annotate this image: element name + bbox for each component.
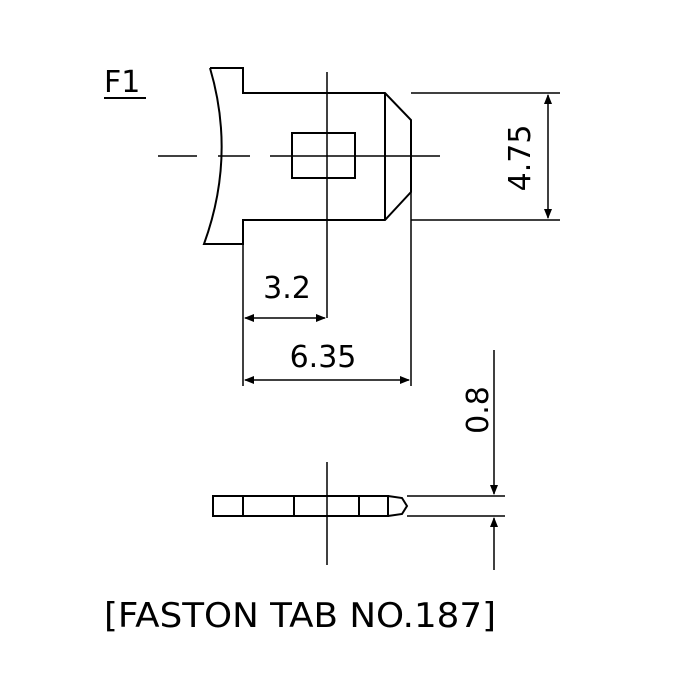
dimension-tab-width: 4.75 bbox=[411, 92, 560, 221]
dimension-label-width: 4.75 bbox=[503, 125, 538, 192]
side-view-tip bbox=[387, 495, 409, 517]
dimension-label-hole-position: 3.2 bbox=[263, 271, 311, 306]
side-view-body bbox=[212, 495, 389, 517]
drawing-caption: [FASTON TAB NO.187] bbox=[104, 596, 496, 636]
figure-label: F1 bbox=[104, 65, 140, 100]
dimension-label-tab-length: 6.35 bbox=[290, 340, 357, 375]
dimension-tab-length: 6.35 bbox=[244, 192, 412, 386]
dimension-label-thickness: 0.8 bbox=[461, 386, 496, 434]
tab-side-view bbox=[212, 462, 409, 565]
dimension-hole-position: 3.2 bbox=[242, 244, 326, 386]
tab-outline bbox=[202, 67, 412, 245]
dimension-thickness: 0.8 bbox=[407, 350, 505, 570]
tab-top-view bbox=[158, 67, 440, 318]
